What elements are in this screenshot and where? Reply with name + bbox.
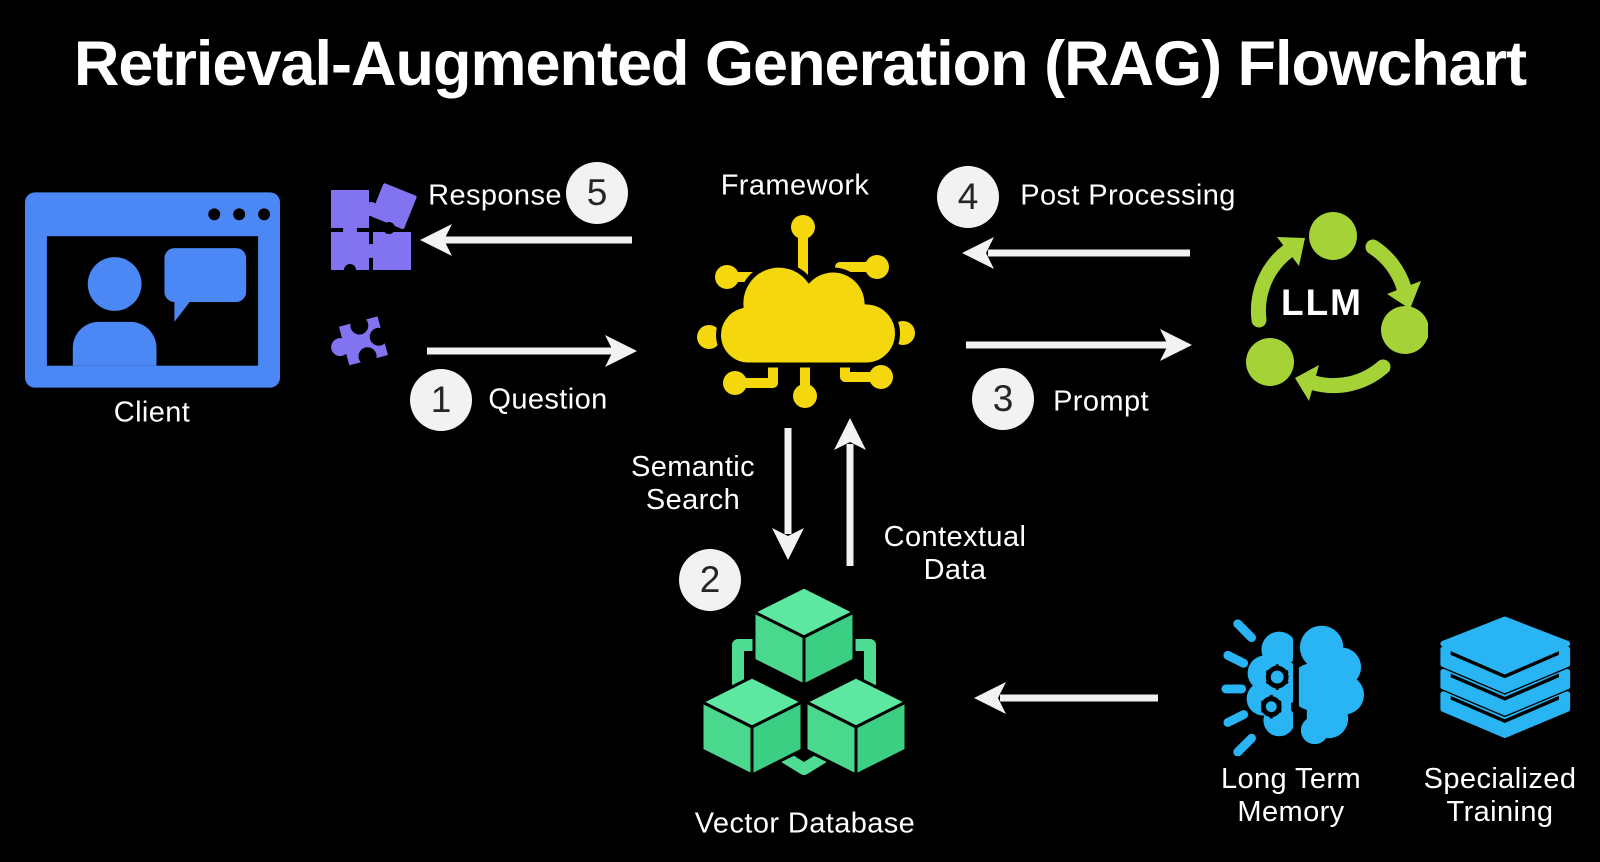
puzzle-group-icon [331, 183, 417, 274]
step-badge-1: 1 [410, 369, 472, 431]
client-icon [24, 192, 281, 388]
puzzle-single-icon [331, 316, 388, 366]
question-arrow [427, 335, 637, 367]
long-term-memory-label: Long Term Memory [1220, 763, 1362, 828]
specialized-training-icon [1440, 616, 1571, 738]
llm-label: LLM [1280, 282, 1364, 323]
framework-label: Framework [720, 169, 870, 202]
step-badge-3: 3 [972, 368, 1034, 430]
prompt-label: Prompt [1053, 385, 1149, 418]
response-arrow [420, 224, 632, 256]
semantic-search-arrow [772, 428, 804, 560]
step-badge-4: 4 [937, 166, 999, 228]
client-label: Client [113, 396, 191, 429]
framework-icon [697, 215, 915, 408]
semantic-search-label: Semantic Search [630, 451, 756, 516]
step-badge-2: 2 [679, 549, 741, 611]
page-title: Retrieval-Augmented Generation (RAG) Flo… [73, 29, 1527, 99]
question-label: Question [488, 383, 608, 416]
step-badge-5: 5 [566, 162, 628, 224]
specialized-training-label: Specialized Training [1423, 763, 1577, 828]
long-term-memory-icon [1221, 619, 1365, 756]
vector-database-label: Vector Database [694, 807, 916, 840]
post-processing-arrow [962, 237, 1190, 269]
post-processing-label: Post Processing [1020, 179, 1236, 212]
contextual-data-arrow [834, 418, 866, 566]
memory-to-vector-arrow [974, 682, 1158, 714]
llm-icon [1246, 212, 1428, 401]
vector-database-icon [700, 585, 908, 778]
response-label: Response [428, 179, 562, 212]
contextual-data-label: Contextual Data [883, 521, 1027, 586]
prompt-arrow [966, 329, 1192, 361]
